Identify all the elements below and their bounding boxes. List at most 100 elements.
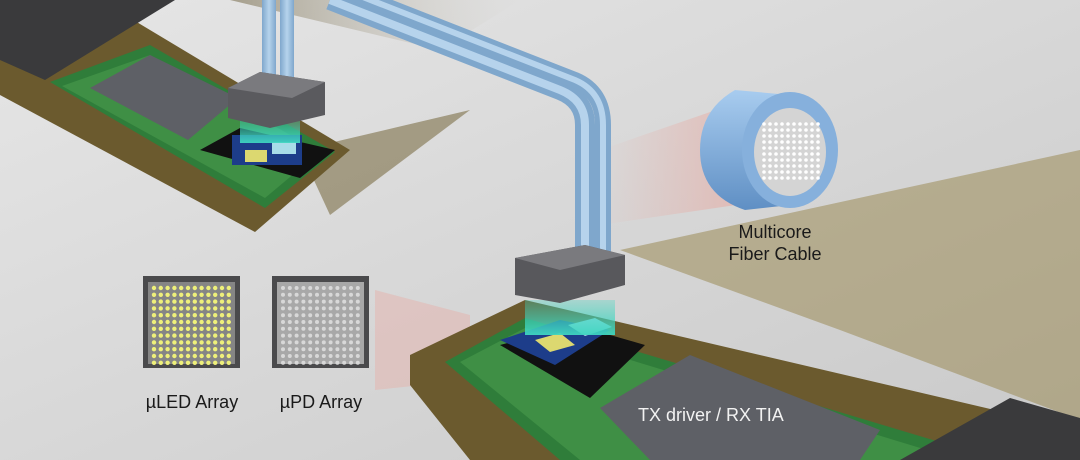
array-dot xyxy=(151,285,157,291)
array-dot xyxy=(308,299,313,304)
array-dot xyxy=(151,333,157,338)
array-dot xyxy=(185,299,191,304)
array-dot xyxy=(780,146,784,150)
chip-label: TX driver / RX TIA xyxy=(638,405,784,425)
array-dot xyxy=(315,333,319,338)
array-dot xyxy=(786,122,790,126)
array-dot xyxy=(158,353,163,359)
fiber xyxy=(328,0,589,255)
array-dot xyxy=(349,360,353,365)
array-dot xyxy=(219,292,225,297)
array-dot xyxy=(810,152,814,156)
array-dot xyxy=(294,326,299,331)
array-dot xyxy=(780,176,784,180)
array-dot xyxy=(199,333,204,338)
array-dot xyxy=(294,333,299,338)
array-dot xyxy=(774,158,778,162)
driver-chip xyxy=(90,55,238,140)
array-dot xyxy=(219,299,225,304)
array-dot xyxy=(158,333,163,338)
array-dot xyxy=(315,354,319,358)
array-dot xyxy=(158,299,163,304)
array-dot xyxy=(301,306,306,311)
array-dot xyxy=(226,353,231,359)
array-dot xyxy=(165,340,170,345)
array-dot xyxy=(321,326,326,331)
array-dot xyxy=(192,340,197,345)
array-dot xyxy=(172,347,177,352)
array-dot xyxy=(301,320,306,324)
fiber-cable-label-line2: Fiber Cable xyxy=(728,244,822,264)
array-dot xyxy=(172,313,177,318)
array-dot xyxy=(349,320,353,324)
array-dot xyxy=(206,326,211,331)
array-dot xyxy=(810,176,814,180)
array-dot xyxy=(816,128,820,132)
array-dot xyxy=(321,354,326,358)
array-dot xyxy=(287,333,292,338)
array-dot xyxy=(762,176,766,180)
array-dot xyxy=(179,326,184,331)
array-dot xyxy=(219,340,225,345)
array-dot xyxy=(294,292,299,297)
array-dot xyxy=(206,360,211,365)
array-dot xyxy=(172,319,177,325)
array-dot xyxy=(226,292,231,297)
array-dot xyxy=(355,306,360,311)
array-dot xyxy=(213,333,218,338)
array-dot xyxy=(158,306,163,311)
array-dot xyxy=(798,164,802,168)
array-dot xyxy=(226,285,231,291)
array-dot xyxy=(792,158,796,162)
array-dot xyxy=(349,347,353,352)
array-dot xyxy=(308,313,313,318)
array-dot xyxy=(213,340,218,345)
array-dot xyxy=(206,292,211,297)
array-dot xyxy=(294,320,299,324)
array-dot xyxy=(328,320,333,324)
array-dot xyxy=(315,292,319,297)
array-dot xyxy=(213,347,218,352)
array-dot xyxy=(328,313,333,318)
array-dot xyxy=(774,140,778,144)
array-dot xyxy=(786,158,790,162)
array-dot xyxy=(165,360,170,365)
array-dot xyxy=(226,333,231,338)
array-dot xyxy=(192,299,197,304)
array-dot xyxy=(798,146,802,150)
array-dot xyxy=(768,134,772,138)
array-dot xyxy=(192,319,197,325)
array-dot xyxy=(172,292,177,297)
array-dot xyxy=(335,299,340,304)
array-dot xyxy=(172,285,177,291)
array-dot xyxy=(151,360,157,365)
array-dot xyxy=(774,134,778,138)
array-dot xyxy=(792,140,796,144)
array-dot xyxy=(199,326,204,331)
array-dot xyxy=(780,170,784,174)
array-dot xyxy=(780,128,784,132)
array-dot xyxy=(179,299,184,304)
array-dot xyxy=(349,292,353,297)
array-dot xyxy=(226,306,231,311)
bottom-board xyxy=(410,245,1080,460)
array-dot xyxy=(328,286,333,290)
array-dot xyxy=(185,360,191,365)
array-dot xyxy=(816,164,820,168)
array-dot xyxy=(281,326,285,331)
led-pad xyxy=(535,333,575,352)
array-dot xyxy=(172,333,177,338)
array-dot xyxy=(768,146,772,150)
array-dot xyxy=(185,306,191,311)
array-dot xyxy=(768,122,772,126)
array-dot xyxy=(335,340,340,345)
array-dot xyxy=(315,313,319,318)
array-dot xyxy=(165,326,170,331)
array-dot xyxy=(294,347,299,352)
array-dot xyxy=(179,306,184,311)
array-dot xyxy=(301,299,306,304)
array-dot xyxy=(213,306,218,311)
array-dot xyxy=(301,313,306,318)
array-dot xyxy=(294,286,299,290)
